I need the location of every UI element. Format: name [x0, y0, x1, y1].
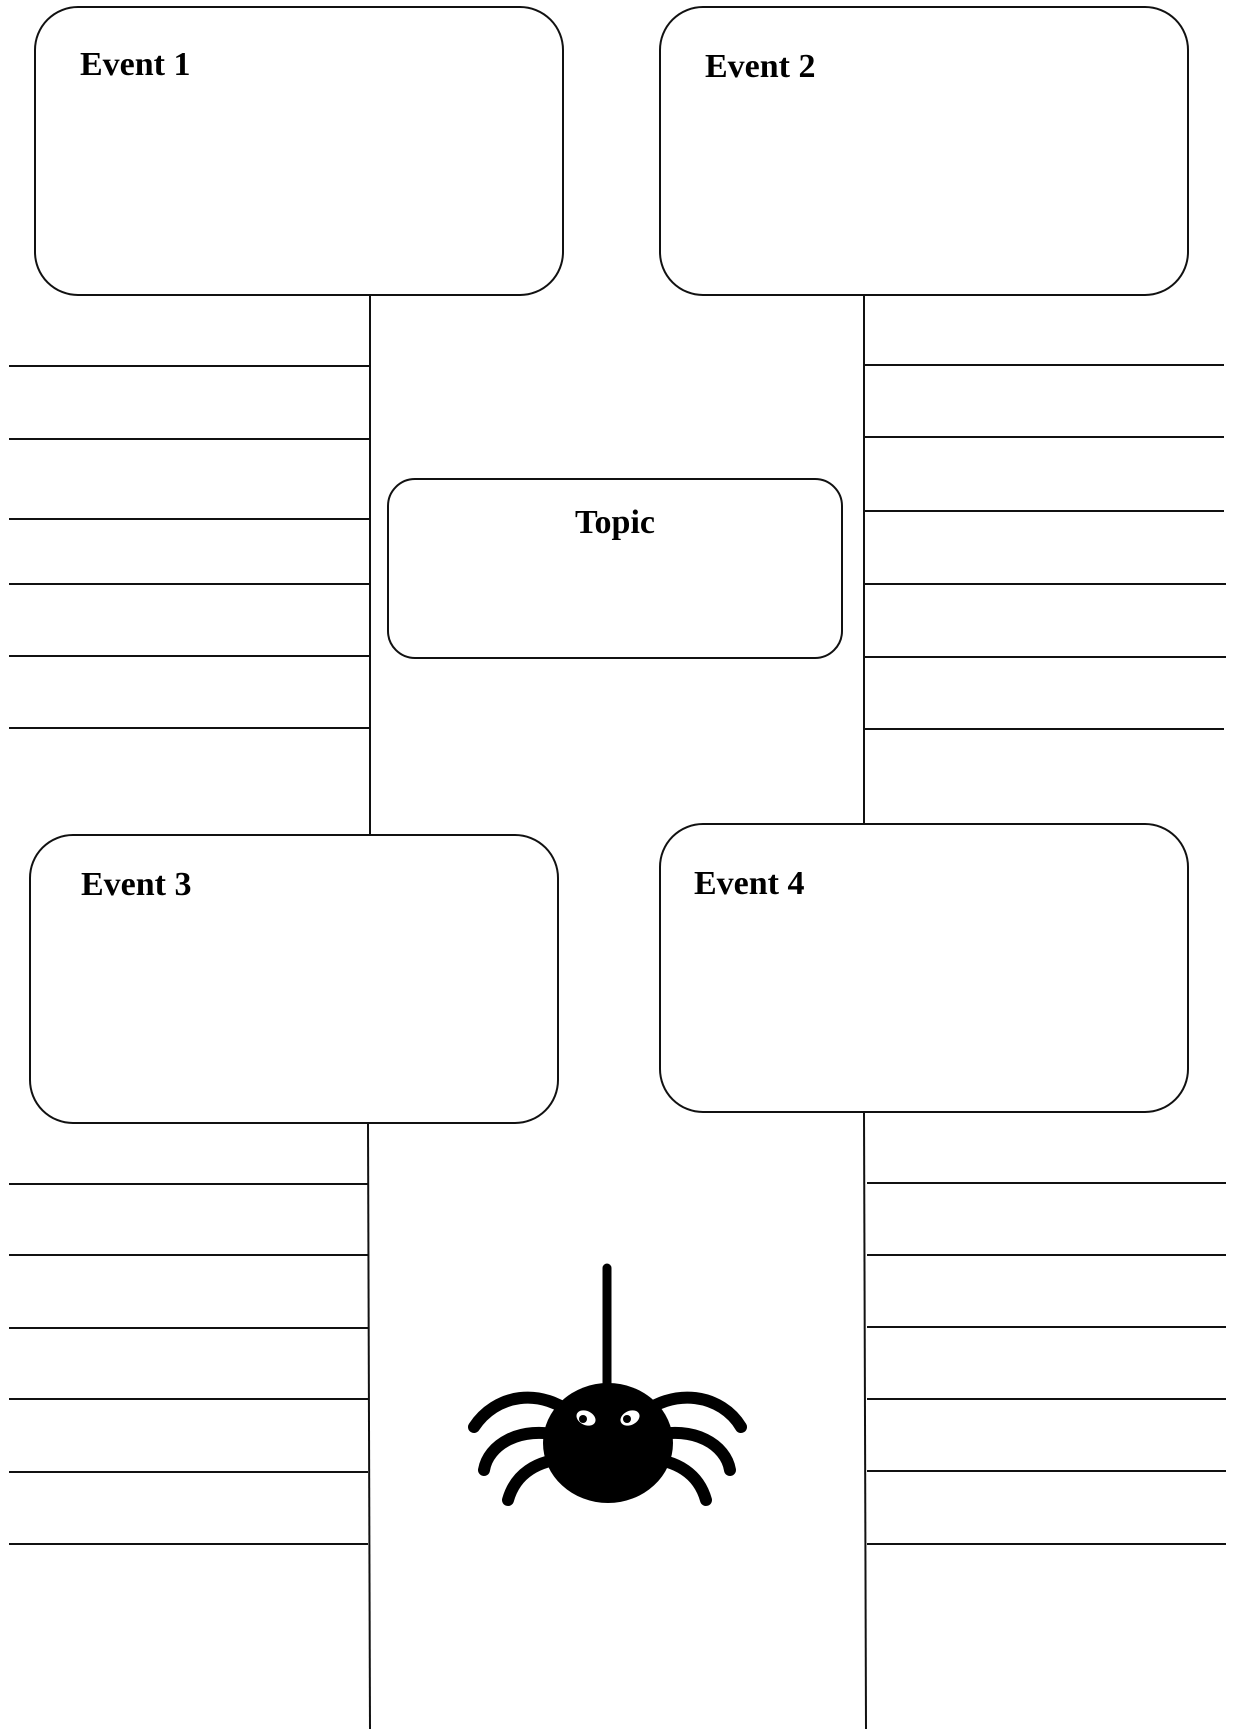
spine-event-4	[864, 1112, 866, 1729]
event-3-label: Event 3	[81, 868, 192, 902]
event-2-box: Event 2	[659, 6, 1189, 296]
event-1-label: Event 1	[80, 48, 191, 82]
writing-lines-event-1	[9, 366, 369, 728]
writing-lines-event-2	[865, 365, 1226, 729]
writing-lines-event-4	[867, 1183, 1226, 1544]
spine-event-3	[368, 1123, 370, 1729]
event-2-label: Event 2	[705, 50, 816, 84]
event-4-box: Event 4	[659, 823, 1189, 1113]
event-3-box: Event 3	[29, 834, 559, 1124]
topic-label: Topic	[389, 506, 841, 540]
event-4-label: Event 4	[694, 867, 805, 901]
topic-box: Topic	[387, 478, 843, 659]
spider-icon	[474, 1268, 741, 1503]
writing-lines-event-3	[9, 1184, 368, 1544]
event-1-box: Event 1	[34, 6, 564, 296]
